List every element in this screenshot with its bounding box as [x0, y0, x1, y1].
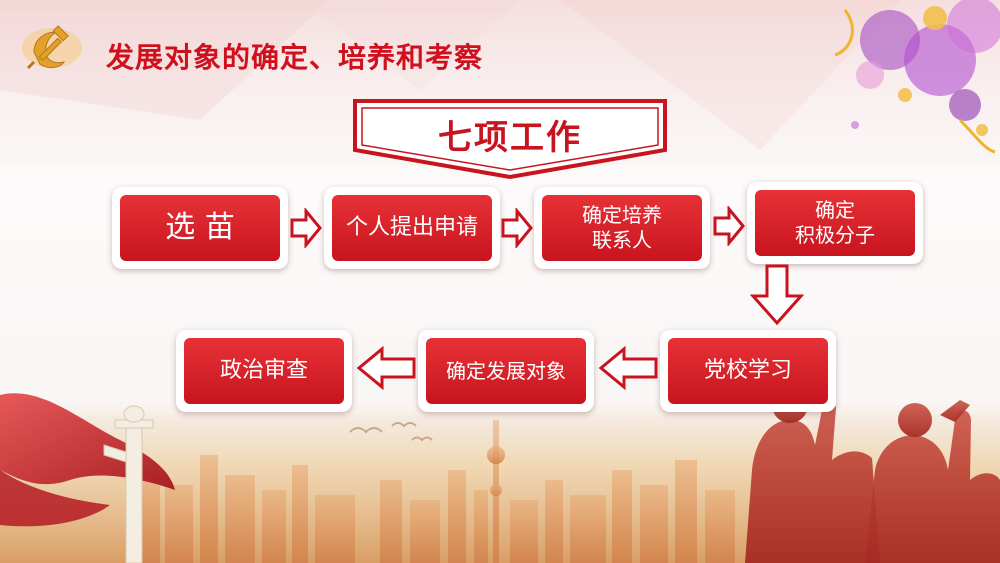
step-5-party-school: 党校学习 — [660, 330, 836, 412]
step-1-select-seedling: 选 苗 — [112, 187, 288, 269]
step-7-political-review: 政治审查 — [176, 330, 352, 412]
arrow-down-icon — [750, 264, 804, 326]
step-4-label: 确定 积极分子 — [755, 190, 915, 256]
slide-title: 发展对象的确定、培养和考察 — [106, 41, 484, 74]
step-4-label-line1: 确定 — [815, 198, 855, 222]
cheering-crowd-silhouette — [745, 387, 1000, 563]
arrow-right-icon — [713, 206, 745, 246]
step-1-label: 选 苗 — [120, 195, 280, 261]
hammer-sickle-icon — [22, 25, 82, 70]
city-skyline — [140, 420, 735, 563]
step-6-label: 确定发展对象 — [426, 338, 586, 404]
step-3-label-line1: 确定培养 — [582, 203, 662, 227]
step-3-label-line2: 联系人 — [592, 228, 652, 252]
step-2-personal-application: 个人提出申请 — [324, 187, 500, 269]
banner-shape — [353, 99, 667, 180]
arrow-left-icon — [356, 346, 416, 390]
arrow-right-icon — [290, 208, 322, 248]
step-6-confirm-candidate: 确定发展对象 — [418, 330, 594, 412]
step-3-label: 确定培养 联系人 — [542, 195, 702, 261]
banner-title: 七项工作 — [438, 118, 582, 158]
step-2-label: 个人提出申请 — [332, 195, 492, 261]
birds — [349, 422, 433, 442]
huabiao-pillar — [103, 405, 154, 563]
step-3-assign-contact: 确定培养 联系人 — [534, 187, 710, 269]
step-7-label: 政治审查 — [184, 338, 344, 404]
step-4-confirm-activist: 确定 积极分子 — [747, 182, 923, 264]
step-4-label-line2: 积极分子 — [795, 223, 875, 247]
purple-flowers — [834, 0, 1000, 154]
arrow-left-icon — [598, 346, 658, 390]
step-5-label: 党校学习 — [668, 338, 828, 404]
arrow-right-icon — [501, 208, 533, 248]
